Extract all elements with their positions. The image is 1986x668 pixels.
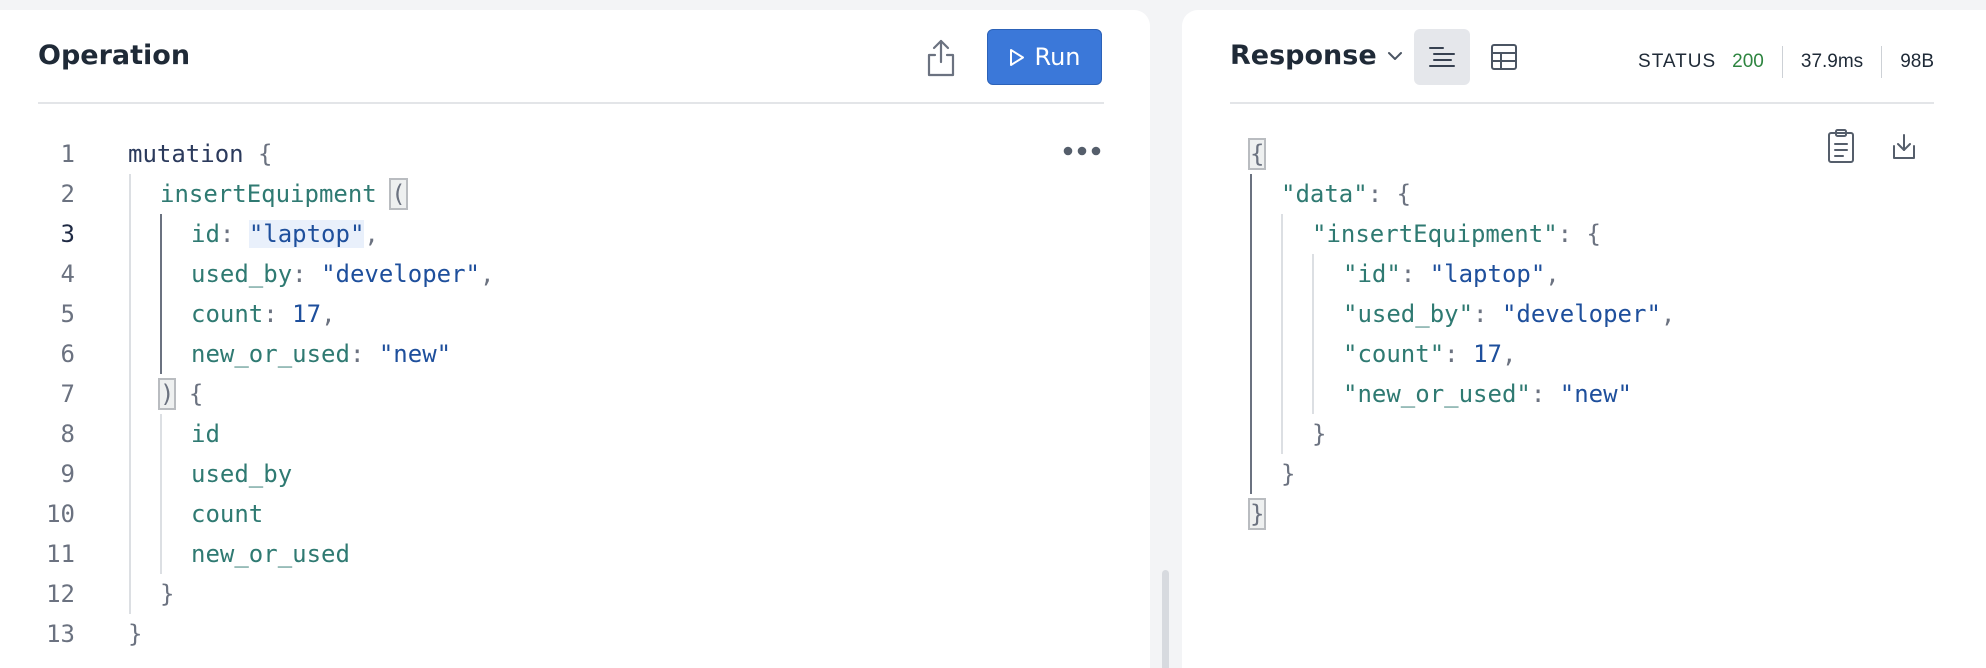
table-icon <box>1491 44 1517 70</box>
line-number: 9 <box>60 460 75 488</box>
clipboard-icon <box>1828 129 1854 163</box>
json-line: "data": { <box>1281 180 1412 208</box>
line-number: 5 <box>60 300 75 328</box>
json-line: "count": 17, <box>1343 340 1517 368</box>
operation-panel: Operation Run 1 2 3 4 5 6 7 8 9 <box>0 10 1169 668</box>
status-code: 200 <box>1732 51 1764 72</box>
selected-string: "laptop" <box>248 220 365 248</box>
indent-guide <box>129 174 131 614</box>
code-line: } <box>160 580 175 608</box>
operation-title: Operation <box>38 40 191 71</box>
line-number-active: 3 <box>60 220 75 248</box>
keyword: mutation <box>128 140 244 168</box>
bracket-match: } <box>1247 498 1267 530</box>
response-title: Response <box>1230 40 1377 71</box>
code-line: id <box>191 420 220 448</box>
code-line: mutation { <box>128 140 273 168</box>
run-button[interactable]: Run <box>987 29 1102 85</box>
indent-guide <box>1312 254 1314 414</box>
response-time: 37.9ms <box>1800 51 1864 72</box>
json-line: "used_by": "developer", <box>1343 300 1676 328</box>
share-button[interactable] <box>924 38 958 78</box>
indent-guide <box>160 214 162 374</box>
status-label: STATUS <box>1638 51 1717 72</box>
code-line: used_by: "developer", <box>191 260 495 288</box>
mutation-name: insertEquipment <box>160 180 377 208</box>
bracket-match: ( <box>389 178 408 210</box>
line-number: 2 <box>60 180 75 208</box>
text-align-icon <box>1429 47 1455 67</box>
response-view-dropdown[interactable]: Response <box>1230 40 1403 71</box>
indent-guide <box>1281 214 1283 454</box>
line-number: 6 <box>60 340 75 368</box>
json-line: "id": "laptop", <box>1343 260 1560 288</box>
json-line: { <box>1247 134 1267 174</box>
text-view-button[interactable] <box>1414 29 1470 85</box>
line-number: 10 <box>46 500 75 528</box>
code-line: new_or_used: "new" <box>191 340 452 368</box>
chevron-down-icon <box>1387 51 1402 60</box>
line-number: 1 <box>60 140 75 168</box>
more-horizontal-icon <box>1063 146 1101 156</box>
code-line: count: 17, <box>191 300 336 328</box>
line-number: 4 <box>60 260 75 288</box>
indent-guide <box>1250 174 1252 494</box>
code-line: id: "laptop", <box>191 220 379 248</box>
response-json-viewer[interactable]: { "data": { "insertEquipment": { "id": "… <box>1182 134 1942 554</box>
bracket-match: ) <box>157 378 177 410</box>
line-number: 7 <box>60 380 75 408</box>
operation-header: Operation Run <box>38 10 1104 104</box>
run-button-label: Run <box>1034 43 1081 71</box>
code-line: count <box>191 500 264 528</box>
share-icon <box>927 39 955 77</box>
copy-response-button[interactable] <box>1826 128 1856 169</box>
code-line: ) { <box>157 378 204 410</box>
more-options-button[interactable] <box>1062 140 1102 162</box>
table-view-button[interactable] <box>1476 29 1532 85</box>
json-line: "insertEquipment": { <box>1312 220 1601 248</box>
line-number: 13 <box>46 620 75 648</box>
indent-guide <box>160 414 162 574</box>
download-response-button[interactable] <box>1890 132 1918 167</box>
editor-scrollbar[interactable] <box>1162 570 1169 668</box>
json-line: } <box>1312 420 1327 448</box>
code-line: } <box>128 620 143 648</box>
code-line: insertEquipment ( <box>160 174 408 214</box>
bracket-match: { <box>1247 138 1267 170</box>
operation-editor[interactable]: 1 2 3 4 5 6 7 8 9 10 11 12 13 mutation {… <box>0 134 1100 664</box>
response-header: Response STATUS 200 37.9ms 98B <box>1230 10 1934 104</box>
line-number: 12 <box>46 580 75 608</box>
divider <box>1781 46 1783 78</box>
response-panel: Response STATUS 200 37.9ms 98B <box>1182 10 1986 668</box>
line-number: 8 <box>60 420 75 448</box>
json-line: } <box>1247 494 1267 534</box>
code-line: used_by <box>191 460 293 488</box>
play-icon <box>1010 48 1025 66</box>
response-size: 98B <box>1900 51 1934 72</box>
download-icon <box>1893 134 1915 159</box>
line-number: 11 <box>46 540 75 568</box>
code-line: new_or_used <box>191 540 350 568</box>
json-line: "new_or_used": "new" <box>1343 380 1632 408</box>
response-status-bar: STATUS 200 37.9ms 98B <box>1638 46 1934 78</box>
json-line: } <box>1281 460 1296 488</box>
divider <box>1881 46 1883 78</box>
